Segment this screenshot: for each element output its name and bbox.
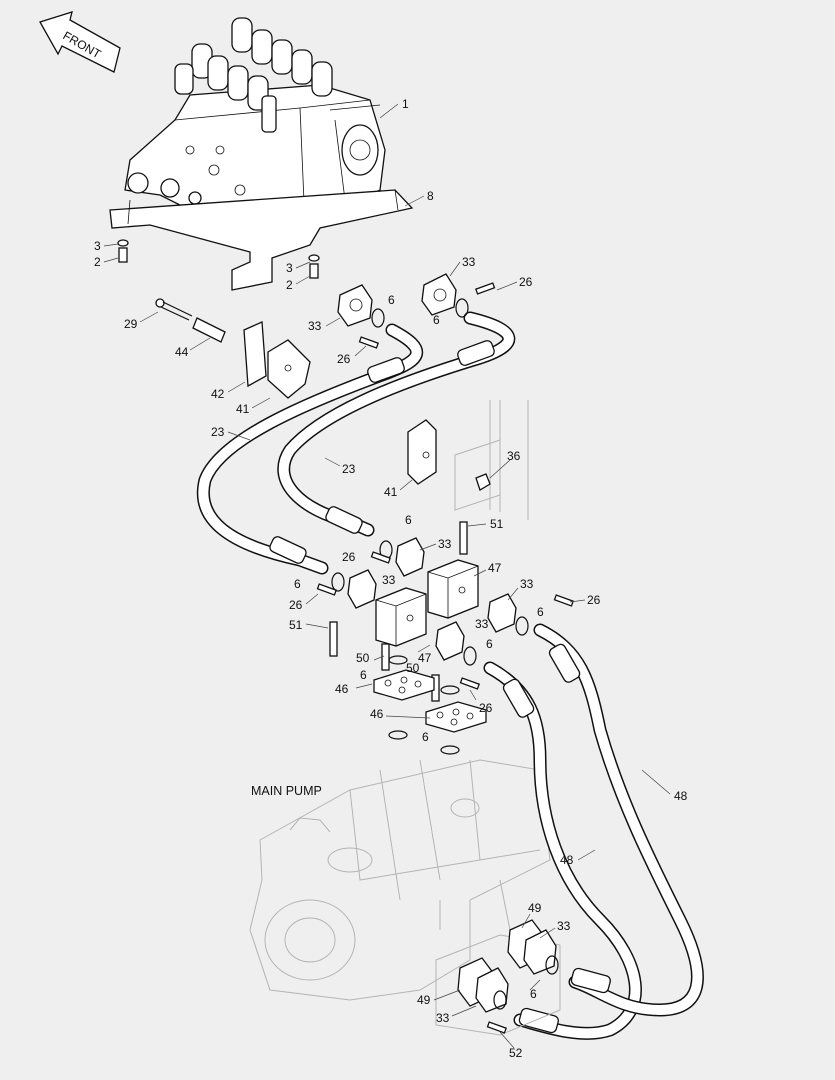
callout-23: 23 — [211, 425, 225, 439]
callout-26: 26 — [337, 352, 351, 366]
callout-51: 51 — [490, 517, 504, 531]
pin-44 — [192, 317, 226, 343]
callout-6: 6 — [433, 313, 440, 327]
callout-46: 46 — [370, 707, 384, 721]
callout-3: 3 — [286, 261, 293, 275]
main-pump — [249, 759, 551, 1001]
block-47-upper — [427, 559, 479, 619]
callout-33: 33 — [462, 255, 476, 269]
callout-41: 41 — [384, 485, 398, 499]
callout-8: 8 — [427, 189, 434, 203]
bolt-29 — [155, 298, 193, 321]
callout-2: 2 — [94, 255, 101, 269]
callout-6: 6 — [405, 513, 412, 527]
bolt-2-3-right — [308, 254, 320, 279]
callout-6: 6 — [422, 730, 429, 744]
callout-6: 6 — [486, 637, 493, 651]
hose-48-right — [533, 623, 704, 1017]
callout-26: 26 — [587, 593, 601, 607]
callout-6: 6 — [537, 605, 544, 619]
callout-23: 23 — [342, 462, 356, 476]
callout-47: 47 — [488, 561, 502, 575]
callout-26: 26 — [479, 701, 493, 715]
mounting-bracket — [109, 189, 414, 291]
front-arrow: FRONT — [39, 11, 121, 73]
callout-33: 33 — [475, 617, 489, 631]
callout-6: 6 — [360, 668, 367, 682]
hose-23-right — [277, 311, 516, 537]
flange-33-top-left — [337, 284, 385, 328]
callout-33: 33 — [520, 577, 534, 591]
callout-6: 6 — [530, 987, 537, 1001]
callout-6: 6 — [388, 293, 395, 307]
bolt-2-3-left — [117, 239, 129, 263]
callout-3: 3 — [94, 239, 101, 253]
main-pump-label: MAIN PUMP — [251, 784, 322, 798]
callout-6: 6 — [294, 577, 301, 591]
hose-23-left — [196, 323, 423, 575]
callout-49: 49 — [528, 901, 542, 915]
callout-41: 41 — [236, 402, 250, 416]
callout-33: 33 — [308, 319, 322, 333]
plate-36 — [454, 400, 529, 520]
callout-44: 44 — [175, 345, 189, 359]
callout-26: 26 — [519, 275, 533, 289]
callout-33: 33 — [438, 537, 452, 551]
callout-1: 1 — [402, 97, 409, 111]
callout-51: 51 — [289, 618, 303, 632]
callout-29: 29 — [124, 317, 138, 331]
callout-52: 52 — [509, 1046, 523, 1060]
callout-33: 33 — [557, 919, 571, 933]
clamp-41-upper — [267, 339, 311, 399]
flange-33-top-right — [421, 273, 469, 318]
callout-47: 47 — [418, 651, 432, 665]
callout-33: 33 — [382, 573, 396, 587]
callout-48: 48 — [560, 853, 574, 867]
callout-26: 26 — [342, 550, 356, 564]
callout-48: 48 — [674, 789, 688, 803]
clamp-41-lower — [407, 419, 437, 485]
callout-36: 36 — [507, 449, 521, 463]
flange-46-upper — [373, 669, 435, 701]
callout-33: 33 — [436, 1011, 450, 1025]
callout-42: 42 — [211, 387, 225, 401]
callout-26: 26 — [289, 598, 303, 612]
callout-46: 46 — [335, 682, 349, 696]
callout-2: 2 — [286, 278, 293, 292]
block-47-lower — [375, 587, 427, 647]
callout-49: 49 — [417, 993, 431, 1007]
clamp-42 — [243, 321, 267, 388]
callout-50: 50 — [356, 651, 370, 665]
hose-48-left — [483, 661, 642, 1040]
callout-50: 50 — [406, 661, 420, 675]
flange-46-lower — [425, 701, 487, 733]
